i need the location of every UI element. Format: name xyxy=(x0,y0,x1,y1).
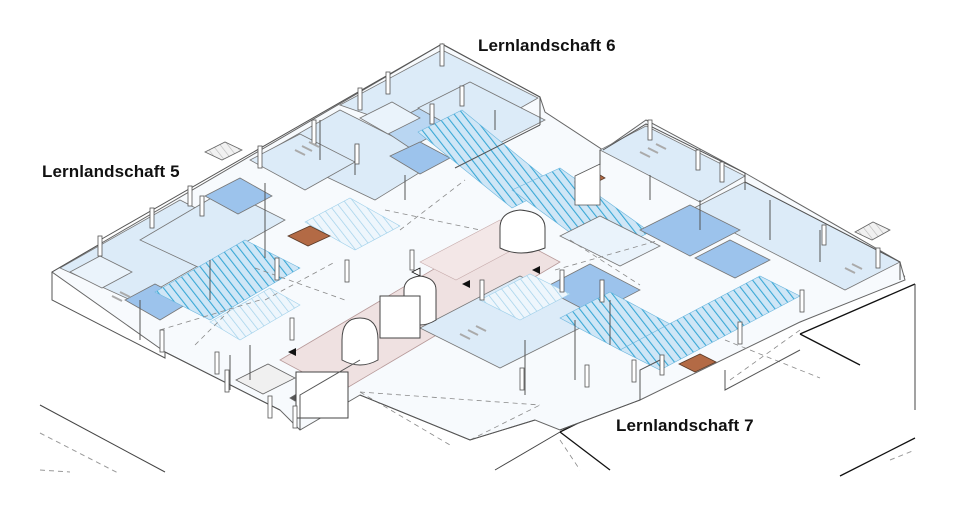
zone-label-5: Lernlandschaft 5 xyxy=(42,162,180,181)
stairs xyxy=(204,141,891,402)
zone-label-6: Lernlandschaft 6 xyxy=(478,36,616,55)
zone-5-rooms xyxy=(59,133,356,321)
zone-label-7: Lernlandschaft 7 xyxy=(616,416,754,435)
brown-rooms xyxy=(287,163,717,373)
zone-7-hatch xyxy=(479,273,801,371)
entrance-arrows xyxy=(288,266,540,356)
core-structures xyxy=(295,209,546,419)
columns xyxy=(97,43,881,429)
furniture-marks xyxy=(111,141,863,340)
open-space-markers xyxy=(159,179,821,471)
zone-5-hatch xyxy=(154,197,401,341)
